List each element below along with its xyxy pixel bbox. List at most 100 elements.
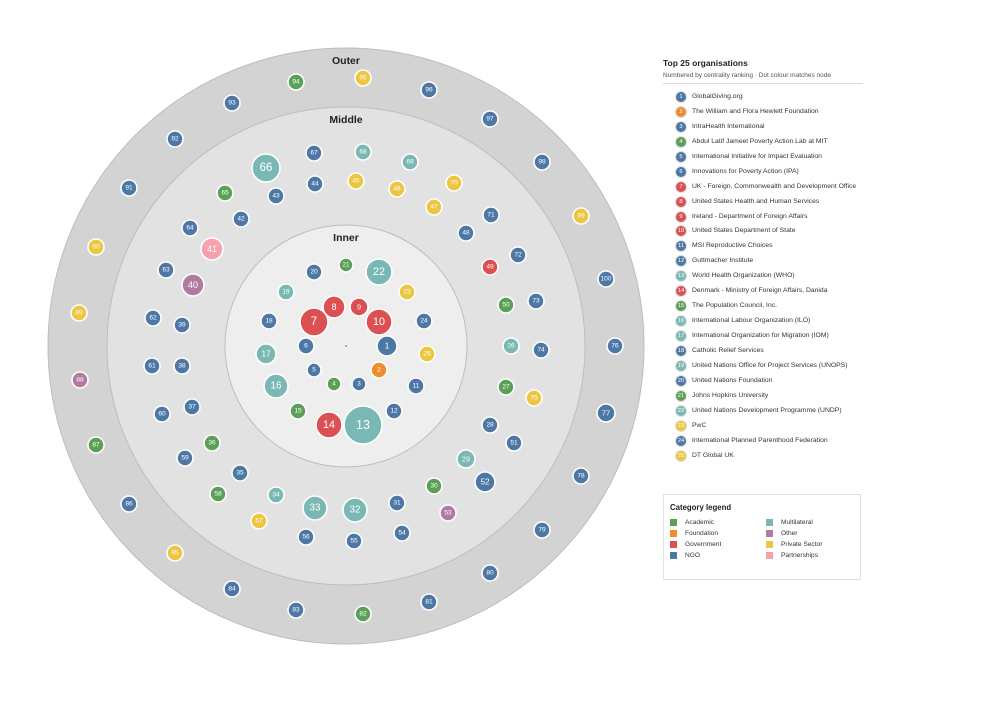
node-circle [343, 405, 383, 445]
org-name: Innovations for Poverty Action (IPA) [692, 167, 799, 175]
node-label: 84 [228, 586, 236, 593]
org-rank-dot: 24 [676, 435, 686, 446]
node-label: 68 [359, 149, 367, 156]
node-1: 1 [376, 335, 398, 357]
node-27: 27 [497, 378, 515, 396]
node-label: 81 [425, 599, 433, 606]
org-list-item: 6 Innovations for Poverty Action (IPA) [676, 166, 863, 177]
node-8: 8 [322, 295, 346, 319]
node-40: 40 [181, 273, 205, 297]
node-circle [482, 206, 500, 224]
node-circle [277, 283, 295, 301]
node-label: 33 [310, 503, 321, 514]
node-circle [533, 521, 551, 539]
node-label: 62 [149, 315, 157, 322]
node-circle [87, 436, 105, 454]
node-label: 74 [537, 347, 545, 354]
node-circle [497, 296, 515, 314]
org-rank-dot: 9 [676, 211, 686, 222]
node-label: 11 [413, 383, 420, 390]
node-71: 71 [482, 206, 500, 224]
node-label: 85 [171, 550, 179, 557]
node-79: 79 [533, 521, 551, 539]
node-label: 94 [292, 79, 300, 86]
node-74: 74 [532, 341, 550, 359]
node-circle [481, 416, 499, 434]
node-label: 13 [356, 418, 370, 432]
node-6: 6 [297, 337, 315, 355]
node-label: 70 [450, 180, 458, 187]
node-label: 42 [237, 216, 245, 223]
node-78: 78 [572, 467, 590, 485]
node-circle [572, 207, 590, 225]
org-name: World Health Organization (WHO) [692, 272, 795, 280]
node-circle [287, 73, 305, 91]
node-70: 70 [445, 174, 463, 192]
org-rank-dot: 22 [676, 405, 686, 416]
org-rank-dot: 17 [676, 331, 686, 341]
node-29: 29 [456, 449, 476, 469]
node-100: 100 [597, 270, 615, 288]
node-circle [425, 198, 443, 216]
node-10: 10 [365, 308, 393, 336]
node-88: 88 [71, 371, 89, 389]
node-circle [525, 389, 543, 407]
org-name: The William and Flora Hewlett Foundation [692, 107, 819, 115]
node-label: 44 [311, 181, 319, 188]
node-circle [173, 316, 191, 334]
node-11: 11 [407, 377, 425, 395]
ring-label-outer: Outer [332, 55, 360, 67]
legend-swatch [766, 530, 773, 537]
node-label: 36 [208, 440, 216, 447]
node-circle [251, 153, 281, 183]
node-circle [120, 179, 138, 197]
org-rank-dot: 11 [676, 241, 686, 252]
top-list-subtitle: Numbered by centrality ranking · Dot col… [663, 72, 863, 84]
node-label: 60 [158, 411, 166, 418]
node-25: 25 [418, 345, 436, 363]
node-circle [153, 405, 171, 423]
node-label: 22 [373, 266, 385, 278]
node-circle [306, 362, 322, 378]
node-label: 20 [310, 269, 318, 276]
node-label: 3 [357, 381, 361, 388]
node-circle [260, 312, 278, 330]
node-58: 58 [209, 485, 227, 503]
node-label: 45 [352, 178, 360, 185]
org-name: Abdul Latif Jameel Poverty Action Lab at… [692, 137, 828, 145]
node-label: 67 [310, 150, 318, 157]
node-circle [287, 601, 305, 619]
node-label: 10 [373, 316, 385, 328]
org-rank-dot: 15 [676, 301, 686, 312]
legend-swatch [670, 552, 677, 559]
node-39: 39 [173, 316, 191, 334]
node-label: 79 [538, 527, 546, 534]
node-label: 98 [538, 159, 546, 166]
node-label: 31 [393, 500, 401, 507]
node-18: 18 [260, 312, 278, 330]
org-rank-dot: 6 [676, 166, 686, 177]
node-label: 69 [406, 159, 414, 166]
node-circle [297, 337, 315, 355]
node-label: 17 [261, 350, 271, 359]
node-41: 41 [200, 237, 224, 261]
legend-swatch [766, 541, 773, 548]
node-83: 83 [287, 601, 305, 619]
org-rank-dot: 13 [676, 271, 686, 282]
node-45: 45 [347, 172, 365, 190]
node-circle [71, 371, 89, 389]
node-circle [70, 304, 88, 322]
node-44: 44 [306, 175, 324, 193]
org-name: UK - Foreign, Commonwealth and Developme… [692, 182, 857, 190]
node-circle [297, 528, 315, 546]
node-5: 5 [306, 362, 322, 378]
node-24: 24 [415, 312, 433, 330]
org-rank-dot: 1 [676, 92, 686, 102]
